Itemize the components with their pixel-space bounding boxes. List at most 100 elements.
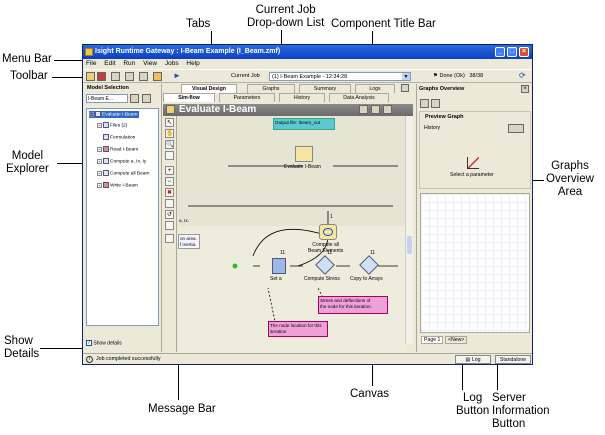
zoom-icon[interactable]: 🔍 <box>165 140 174 149</box>
save-icon[interactable] <box>111 72 120 81</box>
new-page-tab[interactable]: <New> <box>445 336 468 344</box>
left-note-2: on area. f inertia. <box>178 234 200 249</box>
tree-item-label: Formulation <box>110 135 136 141</box>
fit-icon[interactable] <box>165 151 174 160</box>
server-info-button[interactable]: Standalone <box>495 355 531 364</box>
current-job-dropdown[interactable]: (1) I-Beam Example - 12:34:28 ▼ <box>269 72 411 81</box>
tab-history[interactable]: History <box>279 93 325 102</box>
network-icon[interactable] <box>125 72 134 81</box>
workflow-canvas[interactable]: Output file: Ibeam_out Evaluate I-Beam a… <box>178 116 405 352</box>
pan-icon[interactable]: ✋ <box>165 129 174 138</box>
leader-line <box>497 358 498 390</box>
menu-jobs[interactable]: Jobs <box>164 60 179 67</box>
open-icon[interactable] <box>86 72 95 81</box>
tree-item[interactable]: +Compute all Beam <box>97 170 150 177</box>
zoom-in-icon[interactable]: + <box>165 166 174 175</box>
preview-graph-label: Preview Graph <box>425 114 464 120</box>
chevron-down-icon[interactable]: ▼ <box>402 73 410 80</box>
model-tree: −Evaluate I-Beam +Files (2) Formulation … <box>86 108 159 326</box>
zoom-out-icon[interactable]: − <box>165 177 174 186</box>
annotation-tabs: Tabs <box>186 18 211 30</box>
files-icon <box>103 122 109 128</box>
leader-line <box>462 358 463 390</box>
chart-icon[interactable] <box>420 99 429 108</box>
tab-visual-design[interactable]: Visual Design <box>181 84 237 93</box>
record-icon[interactable] <box>97 72 106 81</box>
annotation-server-info-button: Server Information Button <box>492 392 550 430</box>
history-toggle[interactable] <box>508 124 524 133</box>
wizard-icon[interactable] <box>383 105 392 114</box>
menu-edit[interactable]: Edit <box>104 60 116 67</box>
help-icon[interactable] <box>401 84 409 92</box>
menu-view[interactable]: View <box>143 60 158 67</box>
workflow-icon <box>95 111 101 117</box>
annotation-menu-bar: Menu Bar <box>2 53 52 65</box>
tree-icon[interactable] <box>139 72 148 81</box>
show-details-checkbox[interactable]: ✓ Show details <box>86 340 122 347</box>
graphs-overview-panel: Graphs Overview × Preview Graph History … <box>416 84 532 352</box>
evaluate-node-label: Evaluate I-Beam <box>284 164 321 170</box>
tab-label: History <box>293 95 311 101</box>
table-icon[interactable] <box>431 99 440 108</box>
stop-icon[interactable]: ✖ <box>165 188 174 197</box>
tab-graphs[interactable]: Graphs <box>247 84 295 93</box>
menu-help[interactable]: Help <box>186 60 200 67</box>
annotation-current-job: Current Job Drop-down List <box>247 4 325 29</box>
close-icon[interactable]: × <box>521 85 529 93</box>
server-icon[interactable]: ⟳ <box>519 71 526 80</box>
note-icon[interactable] <box>165 221 174 230</box>
component-title: Evaluate I-Beam <box>179 104 257 115</box>
show-details-label: Show details <box>93 340 122 347</box>
link-icon[interactable] <box>165 199 174 208</box>
tree-item[interactable]: Formulation <box>103 134 135 141</box>
menu-file[interactable]: File <box>86 60 97 67</box>
app-window: Isight Runtime Gateway : I-Beam Example … <box>82 44 533 365</box>
tree-item[interactable]: +Files (2) <box>97 122 128 129</box>
tree-item-label: Compute a, Ix, Iy <box>110 159 147 165</box>
stress-note[interactable]: Stress and deflections of the node for t… <box>318 296 388 314</box>
badge: 11 <box>327 250 333 256</box>
log-button[interactable]: ▤ Log <box>455 355 491 364</box>
node-location-note[interactable]: The node location for this iteration <box>268 321 328 337</box>
tab-data-analysis[interactable]: Data Analysis <box>329 93 389 102</box>
tree-item[interactable]: +Read I-Beam <box>97 146 139 153</box>
tree-item[interactable]: +Write I-Beam <box>97 182 138 189</box>
evaluate-node[interactable] <box>295 146 313 162</box>
model-explorer: Model Selection I-Beam E... −Evaluate I-… <box>84 84 162 352</box>
tab-logs[interactable]: Logs <box>355 84 395 93</box>
canvas-vertical-scrollbar[interactable] <box>405 116 413 344</box>
settings-icon[interactable] <box>153 72 162 81</box>
back-icon[interactable] <box>371 105 380 114</box>
current-job-label: Current Job <box>231 73 260 79</box>
output-file-note[interactable]: Output file: Ibeam_out <box>273 118 335 130</box>
model-edit-icon[interactable] <box>142 94 151 103</box>
model-select-value: I-Beam E... <box>88 96 114 102</box>
tree-item-label: Files (2) <box>110 123 128 129</box>
run-icon[interactable]: ► <box>173 71 181 80</box>
menu-run[interactable]: Run <box>123 60 136 67</box>
minimize-button[interactable]: _ <box>495 47 505 57</box>
select-icon[interactable]: ↖ <box>165 118 174 127</box>
graph-grid-view[interactable] <box>420 193 530 333</box>
tab-sim-flow[interactable]: Sim-flow <box>163 93 215 102</box>
badge: 11 <box>370 250 376 256</box>
tree-item[interactable]: +Compute a, Ix, Iy <box>97 158 147 165</box>
page-tab[interactable]: Page 1 <box>421 336 444 344</box>
model-select[interactable]: I-Beam E... <box>86 94 128 103</box>
model-dropdown-icon[interactable] <box>130 94 139 103</box>
seta-label: Set a <box>270 276 282 282</box>
badge: 1 <box>330 214 333 220</box>
undo-icon[interactable]: ↺ <box>165 210 174 219</box>
tab-summary[interactable]: Summary <box>299 84 351 93</box>
tab-parameters[interactable]: Parameters <box>219 93 275 102</box>
formulation-icon <box>103 134 109 140</box>
edit-icon[interactable] <box>359 105 368 114</box>
save-icon[interactable] <box>165 234 174 243</box>
tree-item[interactable]: −Evaluate I-Beam <box>89 111 140 119</box>
maximize-button[interactable]: □ <box>507 47 517 57</box>
write-icon <box>103 182 109 188</box>
tab-label: Data Analysis <box>343 95 375 101</box>
seta-node[interactable] <box>272 258 286 274</box>
close-button[interactable]: × <box>519 47 529 57</box>
left-note: a, Ix. <box>179 218 189 223</box>
